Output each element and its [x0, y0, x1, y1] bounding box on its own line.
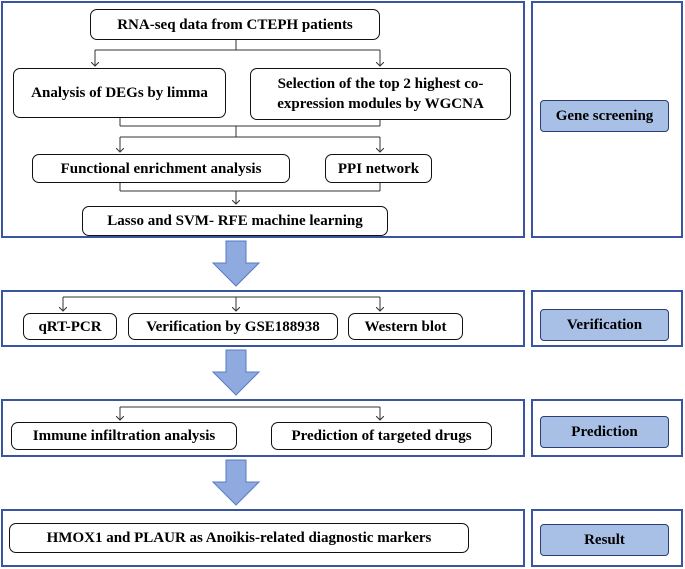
step-rnaseq: RNA-seq data from CTEPH patients: [90, 9, 380, 40]
step-enrichment: Functional enrichment analysis: [32, 154, 290, 183]
step-wgcna-line2: expression modules by WGCNA: [277, 96, 484, 112]
label-gene-screening: Gene screening: [540, 100, 669, 132]
step-wgcna: Selection of the top 2 highest co- expre…: [250, 68, 511, 120]
step-degs: Analysis of DEGs by limma: [13, 68, 226, 118]
step-western: Western blot: [348, 313, 463, 340]
step-gse: Verification by GSE188938: [128, 313, 338, 340]
label-prediction: Prediction: [540, 416, 669, 448]
step-markers: HMOX1 and PLAUR as Anoikis-related diagn…: [9, 523, 469, 553]
step-immune: Immune infiltration analysis: [11, 422, 237, 450]
label-verification: Verification: [540, 309, 669, 341]
step-ml: Lasso and SVM- RFE machine learning: [82, 206, 388, 236]
step-ppi: PPI network: [325, 154, 432, 183]
stage-arrow-3: [211, 459, 261, 506]
step-qrtpcr: qRT-PCR: [23, 313, 117, 340]
label-result: Result: [540, 524, 669, 556]
stage-arrow-1: [211, 240, 261, 287]
stage-arrow-2: [211, 349, 261, 396]
step-drugs: Prediction of targeted drugs: [271, 422, 492, 450]
step-wgcna-line1: Selection of the top 2 highest co-: [277, 76, 484, 92]
